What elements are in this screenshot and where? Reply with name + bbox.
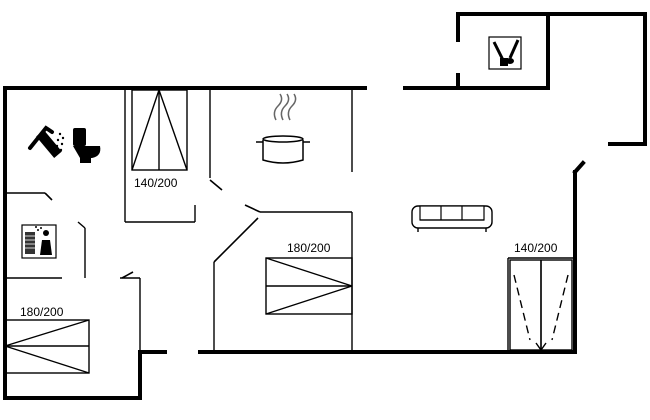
bed-size-label: 180/200	[20, 305, 64, 319]
toilet-icon	[73, 128, 101, 163]
bed-180-bottom-left: 180/200	[4, 305, 90, 374]
bed-size-label: 140/200	[134, 176, 178, 190]
utility-tools-icon	[488, 36, 522, 70]
cooking-pot-icon	[256, 93, 310, 164]
sauna-icon	[21, 224, 57, 259]
sofa-icon	[411, 205, 493, 232]
shower-icon	[28, 125, 65, 158]
bed-size-label: 180/200	[287, 241, 331, 255]
bed-size-label: 140/200	[514, 241, 558, 255]
doors	[44, 179, 261, 279]
bed-140-top-left: 140/200	[131, 89, 188, 190]
bed-140-right: 140/200	[509, 241, 573, 352]
walls	[3, 12, 647, 400]
bed-180-center: 180/200	[265, 241, 353, 315]
